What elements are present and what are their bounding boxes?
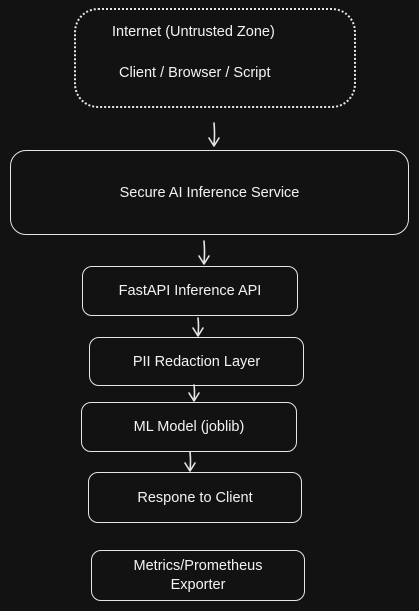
- fastapi-box: FastAPI Inference API: [82, 266, 298, 316]
- internet-zone-subtitle: Client / Browser / Script: [119, 65, 271, 81]
- ml-model-box: ML Model (joblib): [81, 402, 297, 452]
- arrow-model-to-response: [184, 451, 196, 472]
- internet-zone-box: Internet (Untrusted Zone) Client / Brows…: [74, 8, 356, 108]
- metrics-exporter-box: Metrics/Prometheus Exporter: [91, 550, 305, 601]
- arrow-pii-to-model: [188, 384, 200, 402]
- internet-zone-title: Internet (Untrusted Zone): [112, 24, 275, 40]
- metrics-label-line1: Metrics/Prometheus: [133, 557, 263, 574]
- response-label: Respone to Client: [137, 489, 253, 506]
- secure-service-box: Secure AI Inference Service: [10, 150, 409, 235]
- secure-service-label: Secure AI Inference Service: [119, 184, 300, 201]
- pii-redaction-label: PII Redaction Layer: [132, 353, 261, 370]
- arrow-api-to-pii: [192, 317, 204, 337]
- response-box: Respone to Client: [88, 472, 302, 523]
- fastapi-label: FastAPI Inference API: [118, 283, 262, 299]
- arrow-internet-to-service: [208, 122, 220, 147]
- metrics-label-line2: Exporter: [170, 576, 226, 593]
- pii-redaction-box: PII Redaction Layer: [89, 337, 304, 386]
- ml-model-label: ML Model (joblib): [133, 419, 245, 435]
- arrow-service-to-api: [198, 240, 210, 265]
